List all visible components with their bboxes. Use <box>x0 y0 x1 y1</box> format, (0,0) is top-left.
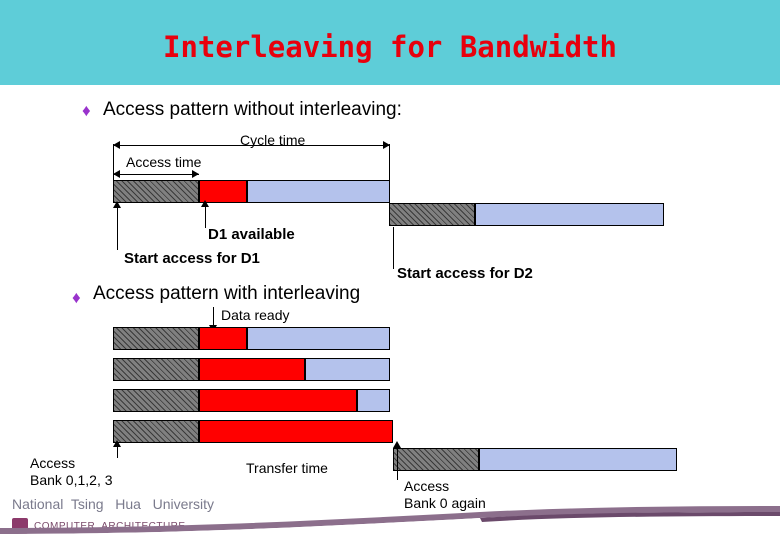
access-again-label-line1: Access <box>404 478 450 494</box>
page-title: Interleaving for Bandwidth <box>163 30 617 64</box>
footer-university: National Tsing Hua University <box>12 496 215 512</box>
start-access-d2-label: Start access for D2 <box>397 265 533 282</box>
cycle-time-label: Cycle time <box>240 132 306 148</box>
title-banner <box>0 0 780 85</box>
access-again-leader <box>397 445 398 480</box>
bank2-transfer-bar <box>199 389 357 412</box>
start-access-d1-arrow-icon <box>113 201 121 208</box>
d1-available-leader <box>205 204 206 228</box>
start-access-d1-label: Start access for D1 <box>124 250 260 267</box>
bank1-access-bar <box>113 358 199 381</box>
cycle-time-measure <box>113 140 390 149</box>
bullet-text-1: Access pattern without interleaving: <box>103 99 402 120</box>
bank3-access-bar <box>113 420 199 443</box>
bank0-transfer-bar <box>199 327 247 350</box>
bank0-again-access-bar <box>393 448 479 471</box>
access-again-label-line2: Bank 0 again <box>404 495 486 511</box>
bank0-idle-bar <box>247 327 390 350</box>
footer-swoosh-decoration <box>0 506 780 540</box>
access-bank-label-line2: Bank 0,1,2, 3 <box>30 472 113 488</box>
access-bank-leader <box>117 443 118 458</box>
bank2-idle-bar <box>357 389 390 412</box>
transfer-time-label: Transfer time <box>246 460 328 476</box>
bar-access-2 <box>389 203 475 226</box>
bullet-marker-1: ♦ <box>82 101 91 120</box>
d1-available-arrow-icon <box>201 200 209 207</box>
bullet-text-2: Access pattern with interleaving <box>93 283 361 304</box>
bar-access-1 <box>113 180 199 203</box>
access-again-arrow-icon <box>393 441 401 448</box>
bar-idle-1 <box>247 180 390 203</box>
bank2-access-bar <box>113 389 199 412</box>
bank1-transfer-bar <box>199 358 305 381</box>
bank1-idle-bar <box>305 358 390 381</box>
bank3-transfer-bar <box>199 420 393 443</box>
bank0-access-bar <box>113 327 199 350</box>
bullet-marker-2: ♦ <box>72 288 81 307</box>
bank0-again-idle-bar <box>479 448 677 471</box>
bar-transfer-1 <box>199 180 247 203</box>
d1-available-label: D1 available <box>208 226 295 243</box>
data-ready-leader <box>213 307 214 327</box>
access-time-measure <box>113 169 199 178</box>
data-ready-label: Data ready <box>221 307 290 323</box>
cycle-time-right-tick <box>389 144 390 188</box>
bar-idle-2 <box>475 203 664 226</box>
access-bank-label-line1: Access <box>30 455 76 471</box>
start-access-d2-leader <box>393 227 394 269</box>
access-time-label: Access time <box>126 154 202 170</box>
start-access-d1-leader <box>117 205 118 250</box>
access-bank-arrow-icon <box>113 440 121 447</box>
cycle-time-left-tick <box>113 144 114 188</box>
